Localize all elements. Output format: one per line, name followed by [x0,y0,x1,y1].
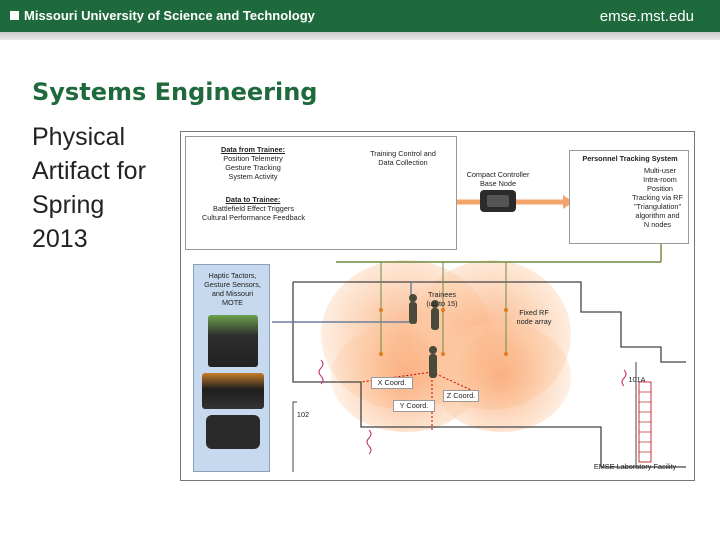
data-from-trainee-heading: Data from Trainee: [220,145,286,154]
data-from-trainee-line: Position Telemetry [223,154,283,163]
banner-divider [0,32,720,40]
body-line: Physical [32,123,126,151]
gesture-vest-photo [208,315,258,367]
z-coord-label: Z Coord. [443,390,479,402]
haptic-label: MOTE [221,298,244,307]
compact-controller-label: Compact Controller [466,170,530,179]
mote-device-photo [206,415,260,449]
compact-controller-label: Base Node [479,179,517,188]
personnel-tracking-desc: algorithm and [635,211,680,220]
training-control-title: Training Control and [370,149,436,158]
training-control-title: Data Collection [378,158,428,167]
personnel-tracking-desc: Intra-room [643,175,677,184]
facility-label: EMSE Laboratory Facility [593,462,677,471]
sensor-glove-photo [202,373,264,409]
room-102-label: 102 [296,410,310,419]
university-logo-icon [10,11,19,20]
haptic-label: and Missouri [211,289,254,298]
personnel-tracking-box: Personnel Tracking System Multi-user Int… [569,150,689,244]
trainee-data-box: Data from Trainee: Position Telemetry Ge… [185,136,457,250]
personnel-tracking-desc: Tracking via RF [632,193,683,202]
system-diagram: Data from Trainee: Position Telemetry Ge… [180,131,695,481]
slide-title: Systems Engineering [32,78,318,106]
personnel-tracking-title: Personnel Tracking System [582,154,678,163]
slide-body: Physical Artifact for Spring 2013 [32,120,182,256]
header-banner: Missouri University of Science and Techn… [0,0,720,32]
x-coord-label: X Coord. [371,377,413,389]
personnel-tracking-desc: N nodes [643,220,672,229]
y-coord-label: Y Coord. [393,400,435,412]
data-from-trainee-line: Gesture Tracking [225,163,281,172]
trainees-label: Trainees [427,290,457,299]
personnel-tracking-desc: Multi-user [643,166,677,175]
university-name: Missouri University of Science and Techn… [24,8,315,23]
data-from-trainee-line: System Activity [228,172,278,181]
room-101a-label: 101A [628,375,646,384]
haptic-label: Haptic Tactors, [208,271,257,280]
site-url[interactable]: emse.mst.edu [599,8,694,25]
trainees-label: (up to 15) [426,299,458,308]
body-line: Artifact for [32,157,146,185]
fixed-rf-label: Fixed RF [519,308,549,317]
fixed-rf-label: node array [516,317,552,326]
haptic-label: Gesture Sensors, [204,280,261,289]
rf-coverage-zone [431,322,571,432]
data-to-trainee-line: Cultural Performance Feedback [201,213,305,222]
haptic-sensor-panel: Haptic Tactors, Gesture Sensors, and Mis… [193,264,270,472]
personnel-tracking-desc: "Triangulation" [633,202,682,211]
data-to-trainee-line: Battlefield Effect Triggers [213,204,294,213]
body-line: Spring [32,191,105,219]
data-to-trainee-heading: Data to Trainee: [225,195,281,204]
personnel-tracking-desc: Position [647,184,673,193]
body-line: 2013 [32,225,88,253]
